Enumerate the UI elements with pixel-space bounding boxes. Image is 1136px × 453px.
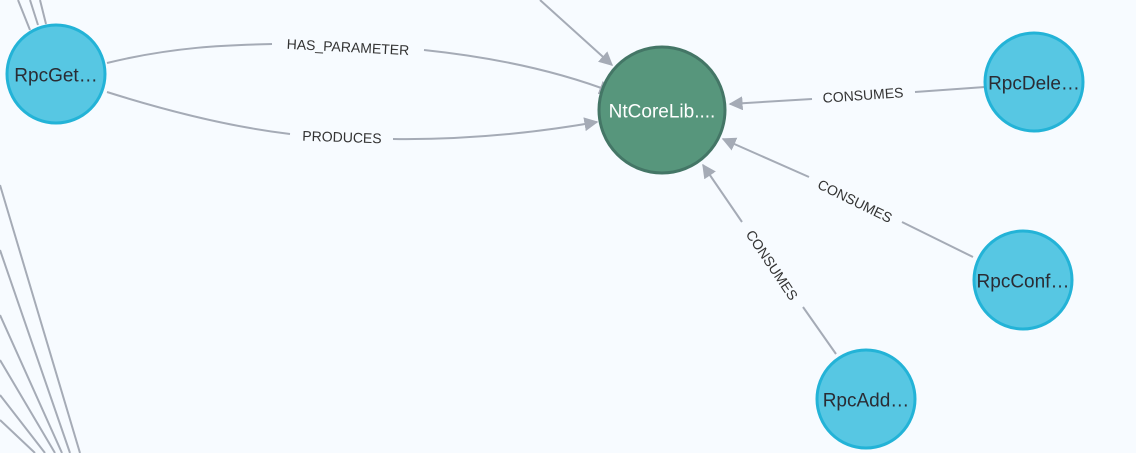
node-ntcorelib[interactable]: NtCoreLib.... xyxy=(597,45,727,175)
edge-label-produces: PRODUCES xyxy=(302,128,382,147)
node-rpc-get-caption: RpcGet… xyxy=(14,66,97,87)
node-ntcorelib-circle xyxy=(597,45,727,175)
edge-has-parameter[interactable]: HAS_PARAMETER xyxy=(106,36,614,95)
offscreen-edges xyxy=(0,0,614,453)
node-rpc-add-circle xyxy=(815,348,917,450)
node-rpc-conf-caption: RpcConf… xyxy=(977,272,1070,293)
edge-consumes-rpc-dele[interactable]: CONSUMES xyxy=(728,84,986,111)
node-rpc-add[interactable]: RpcAdd… xyxy=(815,348,917,450)
node-rpc-get[interactable]: RpcGet… xyxy=(5,23,107,125)
edge-label-has-parameter: HAS_PARAMETER xyxy=(286,36,409,58)
edge-label-consumes-rpc-dele: CONSUMES xyxy=(822,84,904,106)
node-rpc-conf[interactable]: RpcConf… xyxy=(972,229,1074,331)
node-ntcorelib-caption: NtCoreLib.... xyxy=(609,102,716,123)
node-rpc-dele-caption: RpcDele… xyxy=(988,74,1080,95)
edge-produces[interactable]: PRODUCES xyxy=(106,91,599,147)
edge-consumes-rpc-add[interactable]: CONSUMES xyxy=(702,163,837,355)
edge-label-consumes-rpc-add: CONSUMES xyxy=(743,227,802,303)
edge-label-consumes-rpc-conf: CONSUMES xyxy=(815,176,895,226)
node-rpc-get-circle xyxy=(5,23,107,125)
node-rpc-dele-circle xyxy=(983,31,1085,133)
node-rpc-add-caption: RpcAdd… xyxy=(823,391,910,412)
node-rpc-conf-circle xyxy=(972,229,1074,331)
node-rpc-dele[interactable]: RpcDele… xyxy=(983,31,1085,133)
